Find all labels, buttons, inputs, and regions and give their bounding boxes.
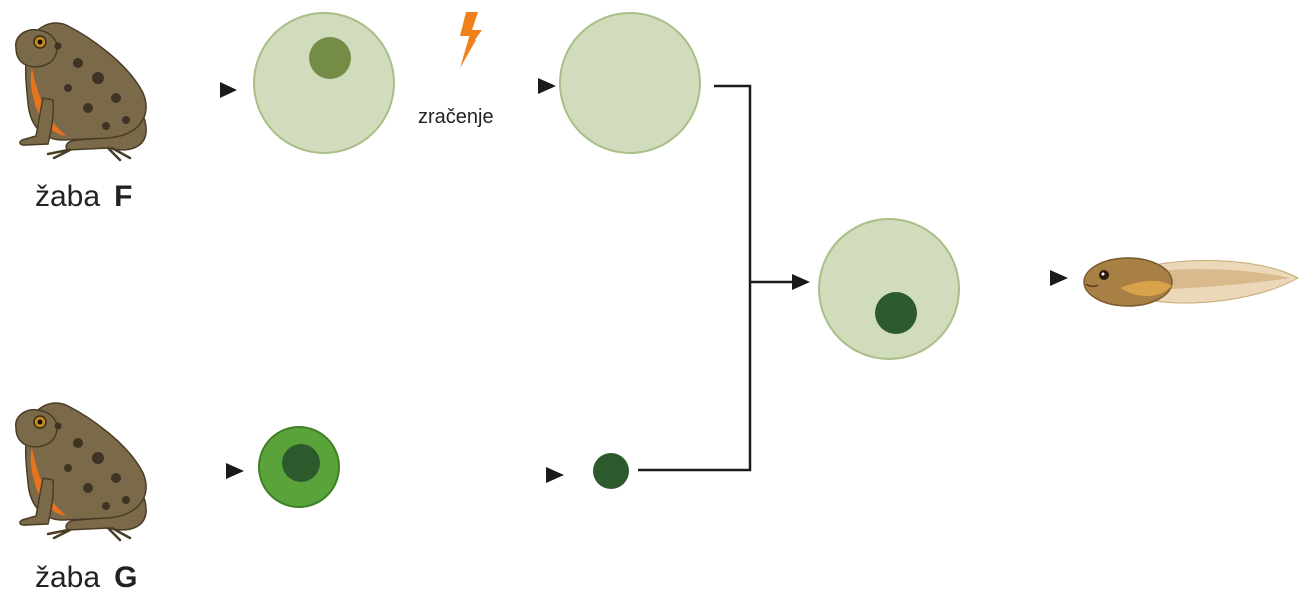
arrow-to-tadpole [970, 270, 1068, 286]
lightning-icon [460, 12, 482, 68]
transferred-nucleus [875, 292, 917, 334]
frog-f-label: žaba F [35, 180, 132, 214]
egg-nucleus [309, 37, 351, 79]
enucleated-egg-cell [559, 12, 701, 154]
frog-f-letter: F [114, 180, 133, 213]
reconstructed-egg [818, 218, 960, 360]
frog-g-word: žaba [35, 561, 101, 594]
body-cell [258, 426, 340, 508]
frog-g-label: žaba G [35, 561, 137, 595]
tadpole-icon [1083, 257, 1300, 307]
frog-g-icon [14, 401, 148, 542]
arrow-frog-f-to-egg [148, 82, 237, 98]
frog-f-word: žaba [35, 180, 101, 213]
radiation-label: zračenje [418, 106, 494, 128]
arrow-radiation [404, 78, 556, 94]
isolated-nucleus [593, 453, 629, 489]
egg-cell [253, 12, 395, 154]
frog-g-letter: G [114, 561, 138, 594]
frog-f-icon [14, 21, 148, 162]
arrow-frog-g-to-body-cell [148, 463, 244, 479]
body-cell-nucleus [282, 444, 320, 482]
merge-connector [638, 84, 810, 472]
arrow-nucleus-extraction [366, 467, 564, 483]
